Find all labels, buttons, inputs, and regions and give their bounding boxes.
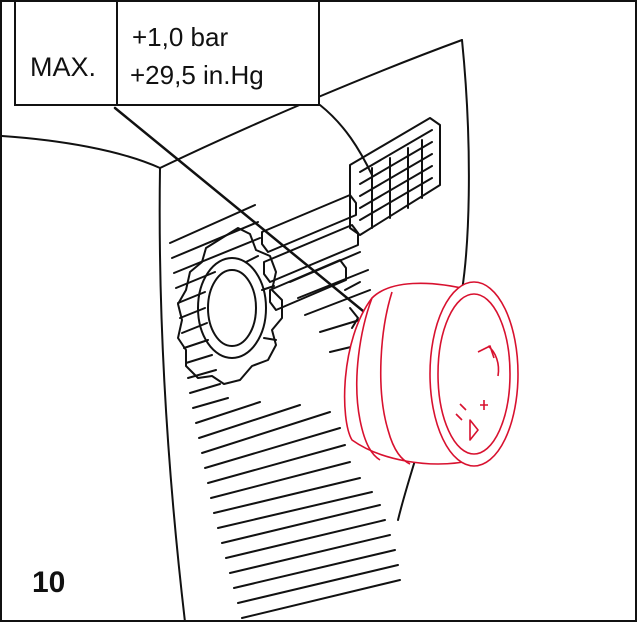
housing-front-curve — [319, 104, 373, 176]
leader-line — [113, 106, 398, 340]
pressure-value-box: +1,0 bar +29,5 in.Hg — [116, 0, 320, 106]
vent-grille — [349, 117, 441, 236]
housing-outline — [1, 135, 186, 622]
max-label: MAX. — [30, 52, 97, 82]
gear-connector — [177, 227, 283, 385]
pressure-inhg-value: +29,5 in.Hg — [130, 60, 264, 90]
slide-blocks — [261, 194, 359, 311]
pressure-knob — [343, 281, 519, 467]
figure-number: 10 — [32, 566, 66, 599]
vent-fins — [169, 204, 401, 619]
max-label-box: MAX. — [14, 0, 118, 106]
pressure-bar-value: +1,0 bar — [132, 22, 229, 52]
